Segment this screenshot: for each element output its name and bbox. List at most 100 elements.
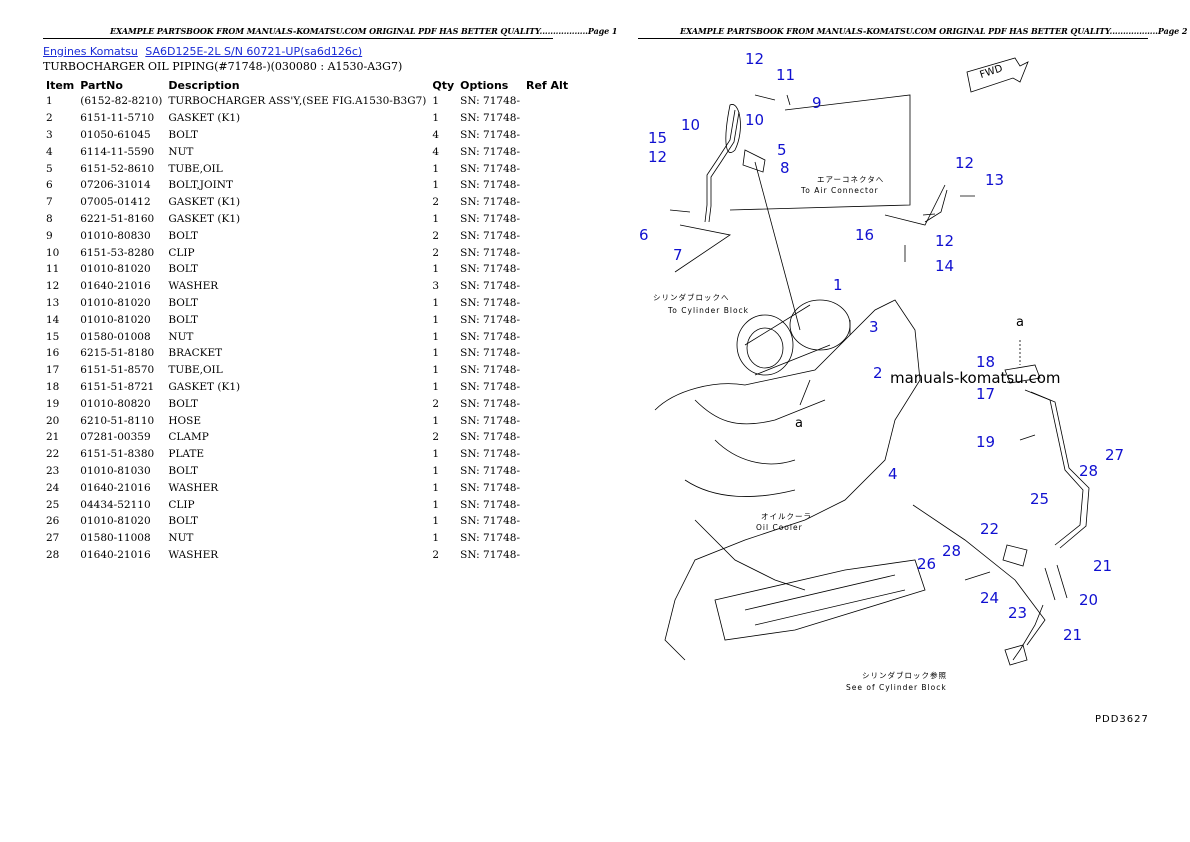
callout-2: 2 bbox=[873, 364, 883, 382]
cell-description: NUT bbox=[168, 145, 194, 158]
cell-ref-alt bbox=[523, 479, 571, 496]
cell-item: 20 bbox=[46, 414, 60, 427]
diagram-page: EXAMPLE PARTSBOOK FROM MANUALS-KOMATSU.C… bbox=[595, 0, 1190, 842]
lower-fitting bbox=[1004, 644, 1028, 666]
cell-item: 5 bbox=[46, 162, 53, 175]
cell-item: 28 bbox=[46, 548, 60, 561]
engine-block-detail bbox=[684, 399, 826, 591]
cell-ref-alt bbox=[523, 446, 571, 463]
cell-qty: 2 bbox=[432, 397, 440, 410]
callout-14: 14 bbox=[935, 257, 954, 275]
cell-ref-alt bbox=[523, 530, 571, 547]
cell-ref-alt bbox=[523, 412, 571, 429]
cell-options: SN: 71748- bbox=[460, 532, 520, 545]
table-header-row: Item PartNo Description Qty Options Ref … bbox=[43, 77, 571, 93]
cell-qty: 1 bbox=[432, 212, 440, 225]
leader-box bbox=[729, 94, 911, 211]
cell-description: BOLT,JOINT bbox=[168, 179, 233, 192]
cell-description: BRACKET bbox=[168, 347, 223, 360]
page-2-header: EXAMPLE PARTSBOOK FROM MANUALS-KOMATSU.C… bbox=[680, 26, 1188, 36]
cell-ref-alt bbox=[523, 429, 571, 446]
cell-partno: 07206-31014 bbox=[80, 179, 151, 192]
cell-options: SN: 71748- bbox=[460, 548, 520, 561]
parts-table: Item PartNo Description Qty Options Ref … bbox=[43, 77, 571, 563]
cell-options: SN: 71748- bbox=[460, 112, 520, 125]
cell-qty: 1 bbox=[432, 330, 440, 343]
cell-ref-alt bbox=[523, 194, 571, 211]
column-header-item: Item bbox=[46, 78, 75, 92]
cell-partno: 01010-80820 bbox=[80, 397, 151, 410]
cell-qty: 1 bbox=[432, 313, 440, 326]
cell-options: SN: 71748- bbox=[460, 414, 520, 427]
cell-item: 11 bbox=[46, 263, 60, 276]
cell-ref-alt bbox=[523, 261, 571, 278]
callout-28: 28 bbox=[1079, 462, 1098, 480]
callout-6: 6 bbox=[639, 226, 649, 244]
fwd-arrow-icon bbox=[966, 57, 1029, 93]
cell-ref-alt bbox=[523, 547, 571, 564]
air-connector-tube bbox=[884, 184, 946, 226]
cell-description: BOLT bbox=[168, 397, 199, 410]
cell-description: WASHER bbox=[168, 548, 219, 561]
cell-partno: 6151-53-8280 bbox=[80, 246, 155, 259]
cell-description: BOLT bbox=[168, 229, 199, 242]
cell-description: TURBOCHARGER ASS'Y,(SEE FIG.A1530-B3G7) bbox=[168, 95, 427, 108]
cell-ref-alt bbox=[523, 244, 571, 261]
column-header-qty: Qty bbox=[432, 78, 455, 92]
cell-qty: 1 bbox=[432, 532, 440, 545]
column-header-options: Options bbox=[460, 78, 509, 92]
cell-item: 15 bbox=[46, 330, 60, 343]
breadcrumb-link-engines[interactable]: Engines Komatsu bbox=[43, 45, 138, 58]
cell-ref-alt bbox=[523, 463, 571, 480]
hose-20 bbox=[1044, 564, 1068, 601]
leader-line bbox=[799, 379, 811, 406]
oil-cooler-body bbox=[714, 559, 926, 641]
column-header-ref-alt: Ref Alt bbox=[526, 78, 569, 92]
cell-partno: 6151-51-8721 bbox=[80, 380, 155, 393]
cell-ref-alt bbox=[523, 278, 571, 295]
cell-options: SN: 71748- bbox=[460, 498, 520, 511]
cell-qty: 1 bbox=[432, 414, 440, 427]
drawing-code: PDD3627 bbox=[1095, 714, 1149, 725]
cell-description: WASHER bbox=[168, 280, 219, 293]
cell-item: 26 bbox=[46, 515, 60, 528]
oil-cooler-label-jp: オイルクーラ bbox=[761, 512, 812, 521]
cell-partno: 01050-61045 bbox=[80, 128, 151, 141]
cell-options: SN: 71748- bbox=[460, 431, 520, 444]
cell-description: BOLT bbox=[168, 296, 199, 309]
cell-qty: 2 bbox=[432, 229, 440, 242]
breadcrumb-link-model[interactable]: SA6D125E-2L S/N 60721-UP(sa6d126c) bbox=[145, 45, 363, 58]
parts-list-page: EXAMPLE PARTSBOOK FROM MANUALS-KOMATSU.C… bbox=[43, 26, 617, 563]
cell-partno: (6152-82-8210) bbox=[80, 95, 163, 108]
cell-qty: 2 bbox=[432, 246, 440, 259]
cell-options: SN: 71748- bbox=[460, 246, 520, 259]
reference-letter-a: a bbox=[1016, 315, 1024, 330]
cell-partno: 6151-11-5710 bbox=[80, 112, 155, 125]
fwd-label: FWD bbox=[978, 63, 1004, 81]
cell-item: 22 bbox=[46, 448, 60, 461]
cell-item: 4 bbox=[46, 145, 53, 158]
cell-ref-alt bbox=[523, 143, 571, 160]
cell-partno: 6151-51-8570 bbox=[80, 364, 155, 377]
callout-11: 11 bbox=[776, 66, 795, 84]
cell-partno: 01010-81020 bbox=[80, 313, 151, 326]
cell-item: 1 bbox=[46, 95, 53, 108]
cell-description: TUBE,OIL bbox=[168, 364, 223, 377]
oil-tube-upper-outline bbox=[708, 111, 740, 223]
cell-partno: 07281-00359 bbox=[80, 431, 151, 444]
oil-cooler-fins bbox=[744, 574, 906, 626]
cell-options: SN: 71748- bbox=[460, 145, 520, 158]
cell-description: WASHER bbox=[168, 481, 219, 494]
table-row: 1 (6152-82-8210) TURBOCHARGER ASS'Y,(SEE F… bbox=[43, 93, 571, 110]
cell-qty: 4 bbox=[432, 145, 440, 158]
callout-12: 12 bbox=[955, 154, 974, 172]
cell-options: SN: 71748- bbox=[460, 313, 520, 326]
